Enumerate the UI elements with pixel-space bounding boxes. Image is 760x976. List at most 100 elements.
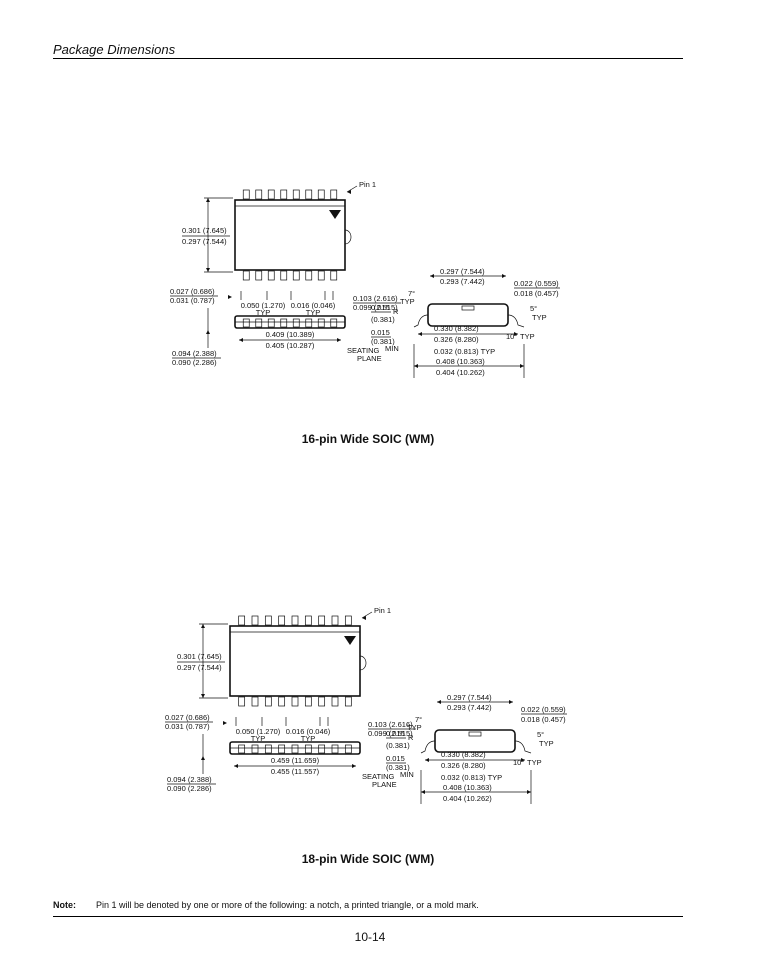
length-arrow-right-icon [352,764,356,768]
lead-span-bottom: 0.326 (8.280) [434,335,479,344]
length-dim-top: 0.409 (10.389) [266,330,315,339]
radius-dim-bottom: (0.381) [386,741,410,750]
lead-side-view [317,318,325,328]
pin1-notch-icon [344,229,352,245]
overall-height-bottom: 0.090 (2.286) [167,784,212,793]
overall-width-bottom: 0.404 (10.262) [436,368,485,377]
pin1-label: Pin 1 [374,606,391,615]
length-dim-bottom: 0.455 (11.557) [271,767,320,776]
radius-dim-top: 0.015 [386,729,405,738]
angle-5-typ: TYP [539,739,554,748]
pin-bottom-row [291,696,299,707]
min-label: MIN [385,344,399,353]
pitch-dim: 0.050 (1.270) [241,301,286,310]
package-body-top-view [229,625,361,697]
body-width-bottom: 0.293 (7.442) [447,703,492,712]
lead-width-typ: TYP [301,734,316,743]
angle-10-label: 10° [506,332,517,341]
overall-width-arrow-right-icon [520,364,524,368]
pitch-typ: TYP [256,308,271,317]
pin-bottom-row [251,696,259,707]
pin-bottom-row [255,270,263,281]
standoff-dim-bottom: 0.031 (0.787) [165,722,210,731]
section-title: Package Dimensions [53,42,176,57]
end-view-mold-mark [468,731,482,737]
body-width-arrow-right-icon [509,700,513,704]
pin-top-row [305,189,313,200]
lead-thickness-bottom: 0.018 (0.457) [514,289,559,298]
length-arrow-right-icon [337,338,341,342]
pin-top-row [291,615,299,626]
pin1-triangle-icon [344,636,356,645]
end-view-right-lead [507,314,525,328]
overall-height-bottom: 0.090 (2.286) [172,358,217,367]
seating-dim-bottom: (0.381) [386,763,410,772]
standoff-arrow-icon [228,295,232,299]
package-drawing-18-pin: Pin 10.301 (7.645)0.297 (7.544)0.027 (0.… [165,606,567,804]
width-dim-bottom: 0.297 (7.544) [182,237,227,246]
overall-height-top: 0.094 (2.388) [172,349,217,358]
angle-10-typ: TYP [520,332,535,341]
pin-bottom-row [264,696,272,707]
pin1-arrow-icon [347,190,351,194]
angle-5-label: 5° [537,730,544,739]
angle-10-label: 10° [513,758,524,767]
lead-span-arrow-left-icon [418,332,422,336]
package-drawing-16-pin: Pin 10.301 (7.645)0.297 (7.544)0.027 (0.… [170,180,560,378]
overall-height-top: 0.094 (2.388) [167,775,212,784]
pin-top-row [267,189,275,200]
lead-side-view [280,318,288,328]
angle-5-label: 5° [530,304,537,313]
width-dim-top: 0.301 (7.645) [177,652,222,661]
lead-side-view [278,744,286,754]
body-width-arrow-left-icon [437,700,441,704]
seating-plane-label-2: PLANE [372,780,397,789]
lead-span-arrow-right-icon [514,332,518,336]
lead-width-dim: 0.016 (0.046) [286,727,331,736]
package-caption-18-pin: 18-pin Wide SOIC (WM) [301,852,435,866]
lead-side-view [291,744,299,754]
pin-top-row [292,189,300,200]
package-body-end-view [427,303,509,327]
body-width-arrow-right-icon [502,274,506,278]
lead-width-dim: 0.016 (0.046) [291,301,336,310]
angle-7-label: 7° [408,289,415,298]
seating-dim-top: 0.015 [371,328,390,337]
width-dim-bottom: 0.297 (7.544) [177,663,222,672]
lead-side-view [305,318,313,328]
pin1-leader [361,611,373,619]
overall-width-arrow-left-icon [421,790,425,794]
lead-side-view [238,744,246,754]
pin-top-row [238,615,246,626]
pin-bottom-row [305,270,313,281]
package-caption-16-pin: 16-pin Wide SOIC (WM) [301,432,435,446]
lead-side-view [251,744,259,754]
lead-side-view [264,744,272,754]
lead-width-typ: TYP [306,308,321,317]
overall-width-top: 0.408 (10.363) [436,357,485,366]
pin-bottom-row [242,270,250,281]
pin-top-row [278,615,286,626]
pin-top-row [318,615,326,626]
seating-plane-label-2: PLANE [357,354,382,363]
seating-plane-label: SEATING [362,772,395,781]
lead-thickness-bottom: 0.018 (0.457) [521,715,566,724]
pin-top-row [251,615,259,626]
height-dim-top: 0.103 (2.616) [353,294,398,303]
lead-side-view [330,318,338,328]
lead-span-arrow-right-icon [521,758,525,762]
end-view-right-lead [514,740,532,754]
radius-label: R [393,307,399,316]
length-dim-top: 0.459 (11.659) [271,756,320,765]
radius-dim-bottom: (0.381) [371,315,395,324]
height-dim-bottom: 0.099 (2.515) [368,729,413,738]
pin-bottom-row [292,270,300,281]
pin-bottom-row [317,270,325,281]
foot-length-typ: 0.032 (0.813) TYP [434,347,495,356]
pin-bottom-row [238,696,246,707]
angle-7-label: 7° [415,715,422,724]
pin-bottom-row [278,696,286,707]
seating-plane-label: SEATING [347,346,380,355]
lead-thickness-top: 0.022 (0.559) [514,279,559,288]
width-arrow-bottom-icon [201,694,205,698]
